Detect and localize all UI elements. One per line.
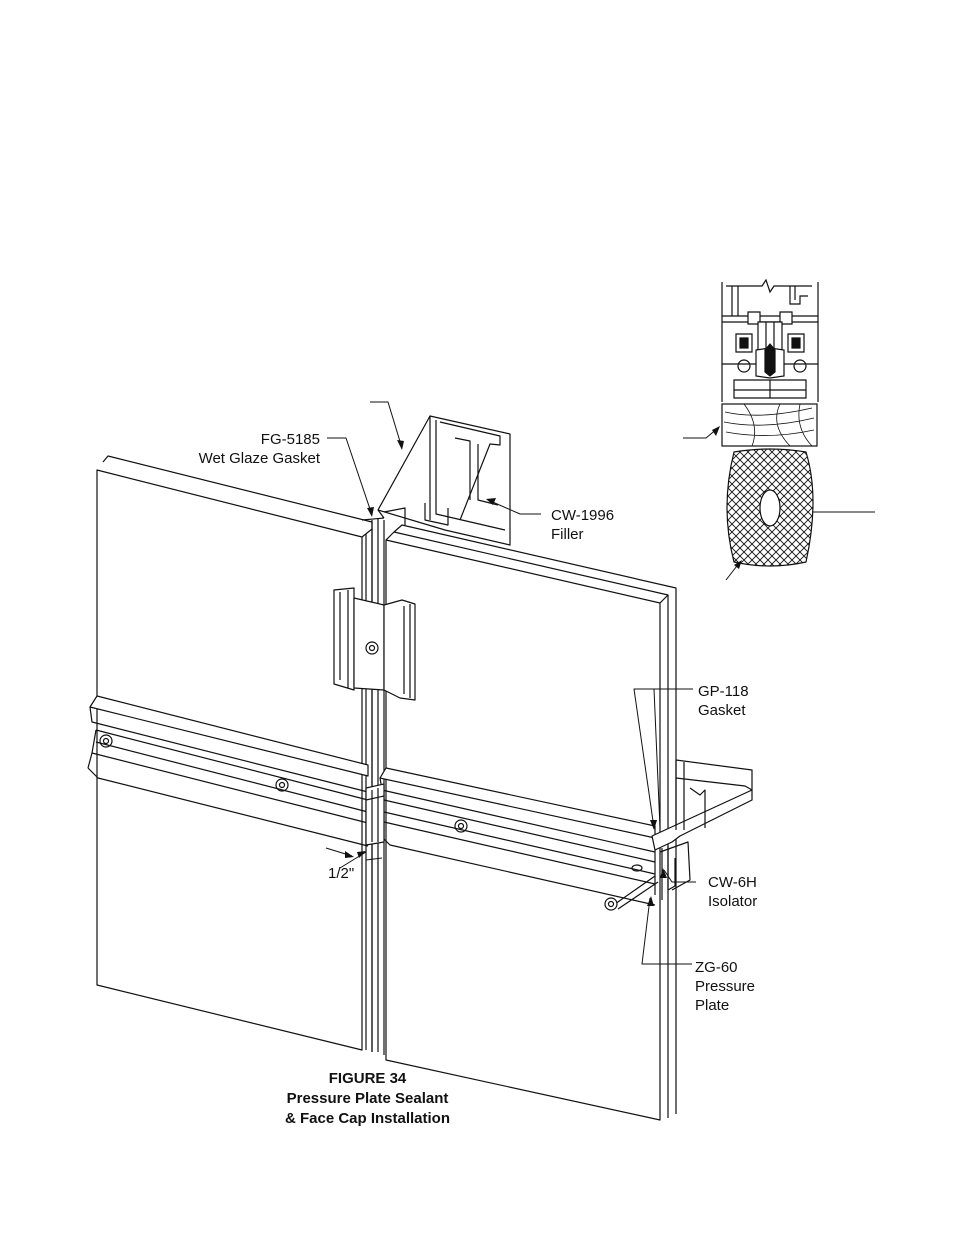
cw6h-name: Isolator xyxy=(708,892,757,911)
fg5185-label: FG-5185 Wet Glaze Gasket xyxy=(180,430,320,468)
figure-caption: FIGURE 34 Pressure Plate Sealant & Face … xyxy=(250,1069,485,1129)
section-detail xyxy=(683,280,875,580)
figure-number: FIGURE 34 xyxy=(250,1069,485,1089)
zg60-code: ZG-60 xyxy=(695,958,755,977)
dimension-value: 1/2" xyxy=(328,864,354,883)
cw1996-name: Filler xyxy=(551,525,614,544)
gp118-label: GP-118 Gasket xyxy=(698,682,749,720)
joint-connector xyxy=(366,784,384,845)
gp118-code: GP-118 xyxy=(698,682,749,701)
zg60-label: ZG-60 Pressure Plate xyxy=(695,958,755,1015)
zg60-name-1: Pressure xyxy=(695,977,755,996)
cw6h-code: CW-6H xyxy=(708,873,757,892)
cw6h-label: CW-6H Isolator xyxy=(708,873,757,911)
figure-title-2: & Face Cap Installation xyxy=(250,1109,485,1129)
vertical-clip xyxy=(334,588,415,700)
fg5185-name: Wet Glaze Gasket xyxy=(180,449,320,468)
figure-title-1: Pressure Plate Sealant xyxy=(250,1089,485,1109)
gp118-name: Gasket xyxy=(698,701,749,720)
cw1996-label: CW-1996 Filler xyxy=(551,506,614,544)
fg5185-code: FG-5185 xyxy=(180,430,320,449)
zg60-name-2: Plate xyxy=(695,996,755,1015)
dimension-label: 1/2" xyxy=(328,864,354,883)
left-glass-panel xyxy=(97,456,372,1052)
cw1996-code: CW-1996 xyxy=(551,506,614,525)
